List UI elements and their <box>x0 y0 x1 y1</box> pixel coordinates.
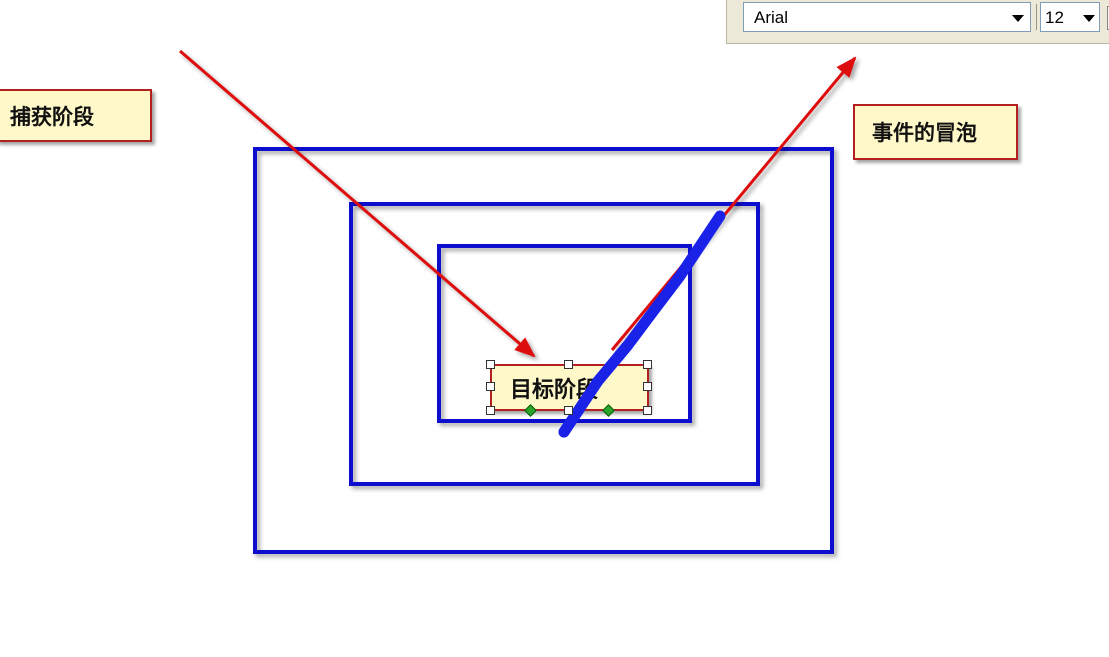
resize-handle-top-right[interactable] <box>643 360 652 369</box>
middle-box <box>349 202 760 486</box>
resize-handle-bottom-right[interactable] <box>643 406 652 415</box>
bubble-arrow <box>610 56 857 351</box>
format-toolbar: Arial 12 <box>726 0 1109 44</box>
resize-handle-bottom-left[interactable] <box>486 406 495 415</box>
chevron-down-icon[interactable] <box>1012 15 1024 22</box>
resize-handle-right[interactable] <box>643 382 652 391</box>
target-phase-callout[interactable]: 目标阶段 <box>490 364 649 411</box>
resize-handle-top[interactable] <box>564 360 573 369</box>
resize-handle-top-left[interactable] <box>486 360 495 369</box>
font-size-select[interactable]: 12 <box>1040 2 1100 32</box>
resize-handle-bottom[interactable] <box>564 406 573 415</box>
capture-phase-callout: 捕获阶段 <box>0 89 152 142</box>
bubble-phase-callout: 事件的冒泡 <box>853 104 1018 160</box>
resize-handle-left[interactable] <box>486 382 495 391</box>
chevron-down-icon[interactable] <box>1083 15 1095 22</box>
toolbar-overflow-button[interactable] <box>1107 6 1109 30</box>
outer-box <box>253 147 834 554</box>
toolbar-separator <box>1036 4 1037 30</box>
font-size-value: 12 <box>1045 8 1064 27</box>
bubble-phase-label: 事件的冒泡 <box>872 121 977 145</box>
target-phase-label: 目标阶段 <box>510 377 599 403</box>
capture-phase-label: 捕获阶段 <box>10 104 94 129</box>
font-name-value: Arial <box>754 8 789 27</box>
capture-arrow <box>179 49 536 358</box>
font-name-select[interactable]: Arial <box>743 2 1031 32</box>
